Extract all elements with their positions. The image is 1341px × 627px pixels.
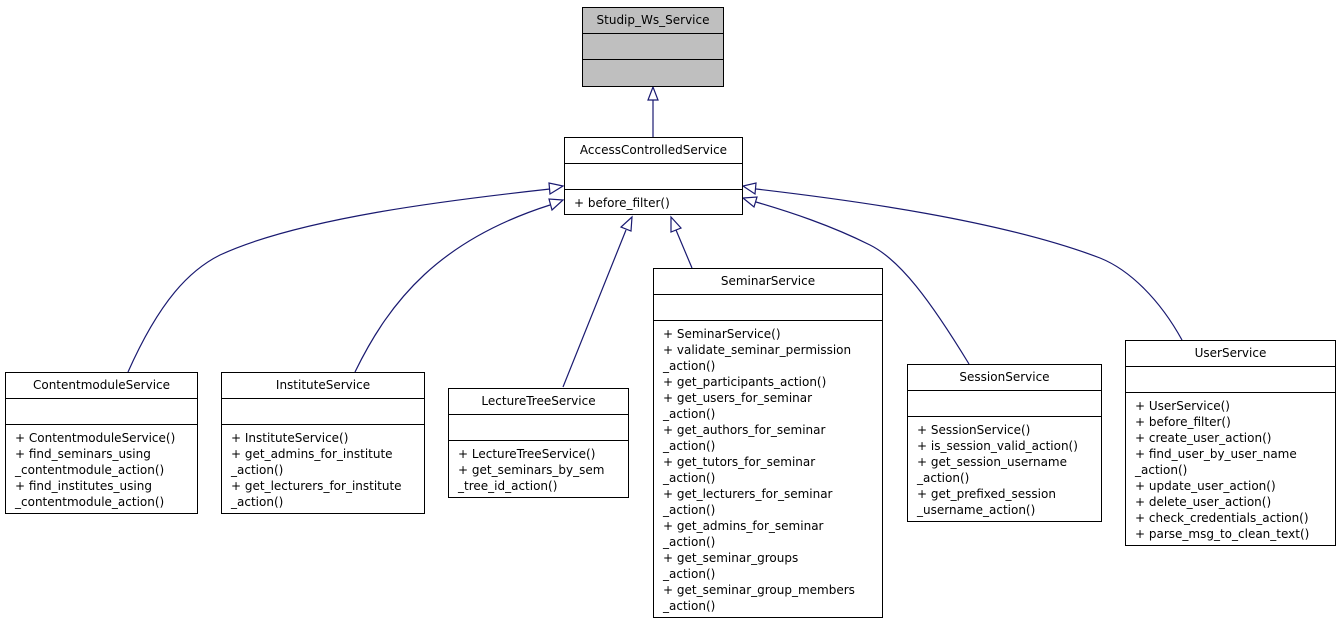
method: + find_seminars_using — [15, 447, 151, 461]
method: + create_user_action() — [1135, 431, 1272, 445]
class-name: UserService — [1126, 341, 1335, 367]
edge-user-to-access — [755, 188, 1183, 341]
arrowhead-content — [548, 182, 565, 196]
arrowhead-seminar — [670, 215, 683, 233]
method: _tree_id_action() — [458, 479, 558, 493]
method: + SessionService() — [917, 423, 1031, 437]
method: + get_prefixed_session — [917, 487, 1056, 501]
method: _contentmodule_action() — [15, 495, 165, 509]
class-attributes — [1126, 367, 1335, 393]
method: _action() — [1135, 463, 1188, 477]
class-attributes — [583, 34, 723, 60]
method: + get_lecturers_for_institute — [231, 479, 402, 493]
class-attributes — [6, 399, 197, 425]
method: _action() — [663, 503, 716, 517]
arrowhead-session — [741, 196, 758, 209]
class-name: AccessControlledService — [565, 138, 742, 164]
method: + before_filter() — [1135, 415, 1231, 429]
class-name: LectureTreeService — [449, 389, 628, 415]
class-methods: + SeminarService() + validate_seminar_pe… — [654, 321, 882, 617]
method: _action() — [663, 471, 716, 485]
method: _action() — [663, 567, 716, 581]
edge-seminar-to-access — [675, 229, 693, 269]
class-methods: + ContentmoduleService() + find_seminars… — [6, 425, 197, 513]
arrowhead-institute — [548, 198, 565, 212]
method: + is_session_valid_action() — [917, 439, 1078, 453]
method: _username_action() — [917, 503, 1036, 517]
method: + get_seminars_by_sem — [458, 463, 605, 477]
method: + LectureTreeService() — [458, 447, 596, 461]
class-name: InstituteService — [222, 373, 424, 399]
method: _action() — [663, 439, 716, 453]
method: _action() — [917, 471, 970, 485]
class-institute-service[interactable]: InstituteService + InstituteService() + … — [221, 372, 425, 514]
class-name: SeminarService — [654, 269, 882, 295]
method: + validate_seminar_permission — [663, 343, 852, 357]
class-contentmodule-service[interactable]: ContentmoduleService + ContentmoduleServ… — [5, 372, 198, 514]
class-lecture-tree-service[interactable]: LectureTreeService + LectureTreeService(… — [448, 388, 629, 498]
method: + get_admins_for_seminar — [663, 519, 824, 533]
class-attributes — [222, 399, 424, 425]
class-methods — [583, 60, 723, 86]
class-name: SessionService — [908, 365, 1101, 391]
method: + get_participants_action() — [663, 375, 827, 389]
method: + UserService() — [1135, 399, 1230, 413]
class-attributes — [908, 391, 1101, 417]
method: + parse_msg_to_clean_text() — [1135, 527, 1310, 541]
method: + get_seminar_groups — [663, 551, 799, 565]
arrowhead-user — [741, 182, 757, 196]
class-methods: + LectureTreeService() + get_seminars_by… — [449, 441, 628, 497]
method: + get_authors_for_seminar — [663, 423, 826, 437]
method: _action() — [663, 359, 716, 373]
method: _contentmodule_action() — [15, 463, 165, 477]
method: _action() — [663, 599, 716, 613]
arrowhead-studip — [647, 85, 659, 101]
class-methods: + UserService() + before_filter() + crea… — [1126, 393, 1335, 545]
class-attributes — [449, 415, 628, 441]
class-seminar-service[interactable]: SeminarService + SeminarService() + vali… — [653, 268, 883, 618]
class-user-service[interactable]: UserService + UserService() + before_fil… — [1125, 340, 1336, 546]
method: + check_credentials_action() — [1135, 511, 1309, 525]
edge-lecture-to-access — [562, 229, 627, 388]
method: + get_seminar_group_members — [663, 583, 855, 597]
class-name: ContentmoduleService — [6, 373, 197, 399]
method: + get_lecturers_for_seminar — [663, 487, 833, 501]
class-name: Studip_Ws_Service — [583, 8, 723, 34]
method: + get_users_for_seminar — [663, 391, 813, 405]
method: + get_tutors_for_seminar — [663, 455, 816, 469]
method: + find_user_by_user_name — [1135, 447, 1297, 461]
class-methods: + SessionService() + is_session_valid_ac… — [908, 417, 1101, 521]
class-access-controlled-service[interactable]: AccessControlledService + before_filter(… — [564, 137, 743, 215]
edge-institute-to-access — [354, 204, 551, 373]
method: + before_filter() — [574, 196, 670, 210]
arrowhead-lecture — [619, 215, 633, 232]
class-methods: + before_filter() — [565, 190, 742, 214]
method: + get_admins_for_institute — [231, 447, 393, 461]
method: + update_user_action() — [1135, 479, 1276, 493]
method: + InstituteService() — [231, 431, 349, 445]
method: _action() — [663, 535, 716, 549]
class-session-service[interactable]: SessionService + SessionService() + is_s… — [907, 364, 1102, 522]
method: + delete_user_action() — [1135, 495, 1272, 509]
method: _action() — [663, 407, 716, 421]
class-attributes — [565, 164, 742, 190]
edge-session-to-access — [755, 201, 970, 365]
class-methods: + InstituteService() + get_admins_for_in… — [222, 425, 424, 513]
method: _action() — [231, 463, 284, 477]
method: + find_institutes_using — [15, 479, 152, 493]
class-attributes — [654, 295, 882, 321]
method: + SeminarService() — [663, 327, 781, 341]
method: + get_session_username — [917, 455, 1067, 469]
method: + ContentmoduleService() — [15, 431, 176, 445]
edge-content-to-access — [127, 188, 551, 373]
method: _action() — [231, 495, 284, 509]
class-studip-ws-service[interactable]: Studip_Ws_Service — [582, 7, 724, 87]
